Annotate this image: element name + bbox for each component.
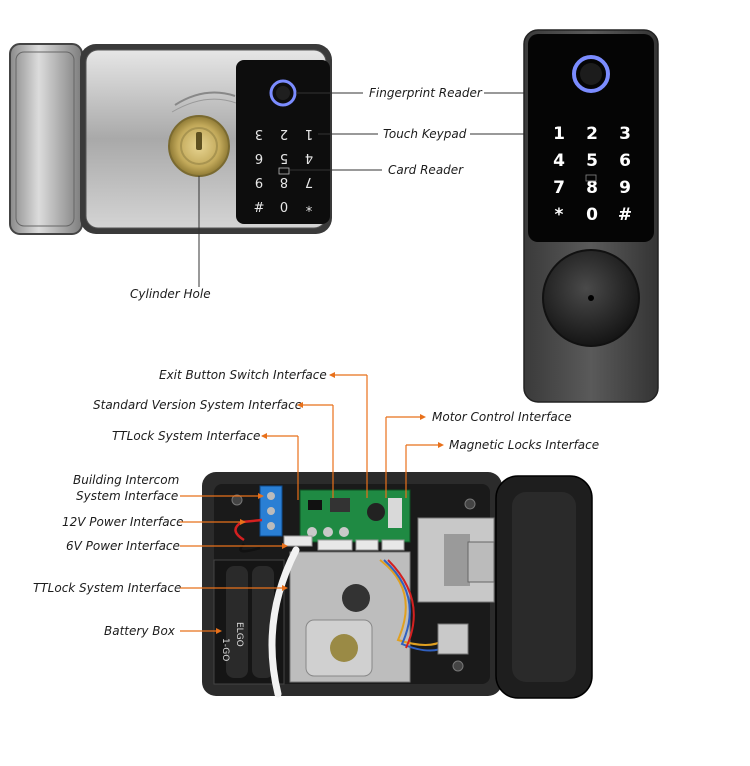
callout-ttlock-top: TTLock System Interface <box>112 429 299 500</box>
callout-battery: Battery Box <box>104 624 222 638</box>
callout-6v: 6V Power Interface <box>66 539 288 553</box>
rim-keypad-key[interactable]: 7 <box>305 174 313 189</box>
exterior-keypad-key[interactable]: 6 <box>619 151 631 171</box>
callout-exit-button-label: Exit Button Switch Interface <box>159 368 327 382</box>
exterior-keypad-key[interactable]: * <box>555 205 564 225</box>
callout-cylinder: Cylinder Hole <box>130 176 211 301</box>
callout-6v-label: 6V Power Interface <box>66 539 180 553</box>
callout-magnetic: Magnetic Locks Interface <box>405 438 599 498</box>
exterior-keypad-key[interactable]: 5 <box>586 151 598 171</box>
exterior-keypad-key[interactable]: 3 <box>619 124 631 144</box>
callout-intercom-label-1: Building Intercom <box>73 473 179 487</box>
exterior-keypad-key[interactable]: 9 <box>619 178 631 198</box>
callout-fingerprint-label: Fingerprint Reader <box>369 86 483 100</box>
rim-keypad-keys: 3 2 1 6 5 4 9 8 7 #0 * <box>254 126 314 213</box>
battery-label-2: 1-GO <box>220 638 230 661</box>
rim-card-reader-icon <box>278 167 290 175</box>
callout-keypad: Touch Keypad <box>318 127 542 141</box>
exterior-keypad-key[interactable]: 0 <box>586 205 598 225</box>
internal-callouts: Exit Button Switch Interface Standard Ve… <box>33 368 599 638</box>
exterior-keypad-key[interactable]: 1 <box>553 124 565 144</box>
callout-card: Card Reader <box>290 163 464 177</box>
exterior-keypad-key[interactable]: 4 <box>553 151 565 171</box>
rim-fingerprint-icon <box>269 79 297 107</box>
battery-label: ELGO <box>234 622 244 647</box>
top-callouts: Fingerprint Reader Touch Keypad Card Rea… <box>130 86 560 301</box>
callout-motor-label: Motor Control Interface <box>432 410 572 424</box>
exterior-touch-screen <box>528 34 654 242</box>
exterior-keypad-key[interactable]: 8 <box>586 178 598 198</box>
rim-keypad-key[interactable]: 9 <box>255 174 263 189</box>
callout-magnetic-label: Magnetic Locks Interface <box>449 438 599 452</box>
rim-keypad-key[interactable]: 8 <box>280 174 288 189</box>
callout-standard-version: Standard Version System Interface <box>93 398 334 498</box>
callout-ttlock-bottom-label: TTLock System Interface <box>33 581 181 595</box>
rim-keypad-key[interactable]: 4 <box>305 150 313 165</box>
exterior-keypad-keys: 1 2 3 4 5 6 7 8 9 * 0 # <box>553 124 632 225</box>
callout-exit-button: Exit Button Switch Interface <box>159 368 368 498</box>
rim-keypad-key[interactable]: 6 <box>255 150 263 165</box>
exterior-keypad-key[interactable]: 7 <box>553 178 565 198</box>
rim-keypad-key[interactable]: 3 <box>255 126 263 141</box>
exterior-panel: 1 2 3 4 5 6 7 8 9 * 0 # <box>523 29 659 403</box>
callout-cylinder-label: Cylinder Hole <box>130 287 211 301</box>
callout-12v-label: 12V Power Interface <box>62 515 184 529</box>
rim-keypad-key[interactable]: 5 <box>280 150 288 165</box>
callout-12v: 12V Power Interface <box>62 515 246 529</box>
internal-view: ELGO 1-GO <box>202 472 593 699</box>
callout-ttlock-top-label: TTLock System Interface <box>112 429 260 443</box>
rim-keypad-key[interactable]: 2 <box>280 126 288 141</box>
rim-keypad-key[interactable]: 0 <box>280 198 288 213</box>
callout-intercom: Building Intercom System Interface <box>73 473 264 503</box>
exterior-keypad-key[interactable]: 2 <box>586 124 598 144</box>
callout-standard-version-label: Standard Version System Interface <box>93 398 302 412</box>
rim-keypad-key[interactable]: 1 <box>305 126 313 141</box>
callout-card-label: Card Reader <box>388 163 464 177</box>
rim-keypad-panel <box>236 60 330 224</box>
callout-intercom-label-2: System Interface <box>76 489 178 503</box>
rim-keypad-key[interactable]: # <box>254 198 265 213</box>
exterior-keypad-key[interactable]: # <box>618 205 632 225</box>
exterior-fingerprint-icon <box>572 55 610 93</box>
rim-lock: 3 2 1 6 5 4 9 8 7 #0 * <box>9 43 332 235</box>
callout-ttlock-bottom: TTLock System Interface <box>33 581 288 595</box>
callout-battery-label: Battery Box <box>104 624 176 638</box>
rim-lock-bolt <box>9 43 83 235</box>
callout-keypad-label: Touch Keypad <box>383 127 467 141</box>
rim-keypad-key[interactable]: * <box>305 198 312 213</box>
callout-fingerprint: Fingerprint Reader <box>296 86 560 100</box>
callout-motor: Motor Control Interface <box>385 410 572 498</box>
